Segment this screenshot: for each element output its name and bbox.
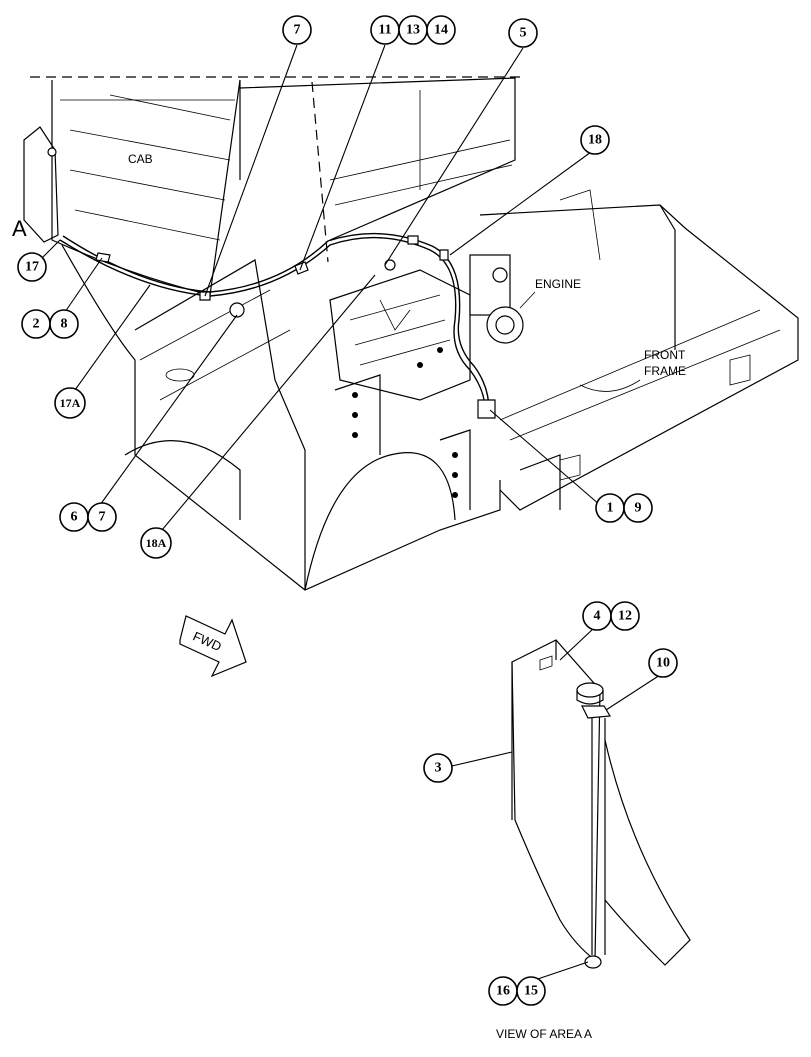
- callout-17-label: 17: [25, 260, 39, 275]
- callout-18: [580, 125, 610, 155]
- callout-14-label: 14: [434, 23, 448, 38]
- view-caption: VIEW OF AREA A: [496, 1027, 592, 1041]
- callout-14: [426, 15, 456, 45]
- callout-17a: [54, 387, 86, 419]
- engine-block: [329, 254, 524, 401]
- engine-label: ENGINE: [535, 277, 581, 291]
- callout-9-label: 9: [635, 501, 642, 516]
- callout-5-label: 5: [520, 26, 527, 41]
- callout-3: [423, 753, 453, 783]
- callout-18a-label: 18A: [146, 536, 167, 550]
- callout-7-bottom: [87, 502, 117, 532]
- leader-lines: [37, 44, 661, 986]
- callout-bubbles: 7 11 13 14 5 18 17 2 8 17A 6 7 18A 1 9 4…: [17, 15, 678, 1006]
- callout-17a-label: 17A: [60, 396, 81, 410]
- callout-12-label: 12: [618, 609, 632, 624]
- callout-8-label: 8: [61, 317, 68, 332]
- hose-routing: [59, 232, 496, 419]
- callout-6-label: 6: [71, 510, 78, 525]
- callout-13-label: 13: [406, 23, 420, 38]
- callout-17: [17, 252, 47, 282]
- callout-8: [49, 309, 79, 339]
- area-a-label: A: [12, 216, 27, 241]
- callout-16-label: 16: [496, 984, 510, 999]
- area-a-detail-view: VIEW OF AREA A: [496, 639, 691, 1041]
- callout-4-label: 4: [594, 609, 601, 624]
- callout-15-label: 15: [524, 984, 538, 999]
- callout-15: [516, 976, 546, 1006]
- callout-18-label: 18: [588, 133, 602, 148]
- front-frame-label-line2: FRAME: [644, 364, 686, 378]
- callout-18a: [140, 527, 172, 559]
- callout-10-label: 10: [656, 656, 670, 671]
- callout-11-label: 11: [378, 23, 391, 38]
- front-frame-label-line1: FRONT: [644, 348, 686, 362]
- callout-9: [623, 493, 653, 523]
- callout-10: [648, 648, 678, 678]
- main-assembly-view: CAB ENGINE FRONT FRAME A FWD: [12, 76, 799, 678]
- callout-3-label: 3: [435, 761, 442, 776]
- forward-arrow-icon: FWD: [179, 615, 247, 678]
- callout-7-top-label: 7: [294, 23, 301, 38]
- rear-chassis-outline: [61, 244, 501, 591]
- callout-7-top: [282, 15, 312, 45]
- callout-2-label: 2: [33, 317, 40, 332]
- callout-7-bottom-label: 7: [99, 510, 106, 525]
- cab-label: CAB: [128, 152, 153, 166]
- callout-5: [508, 18, 538, 48]
- callout-12: [610, 601, 640, 631]
- callout-1-label: 1: [607, 501, 614, 516]
- cab-outline: [51, 79, 241, 296]
